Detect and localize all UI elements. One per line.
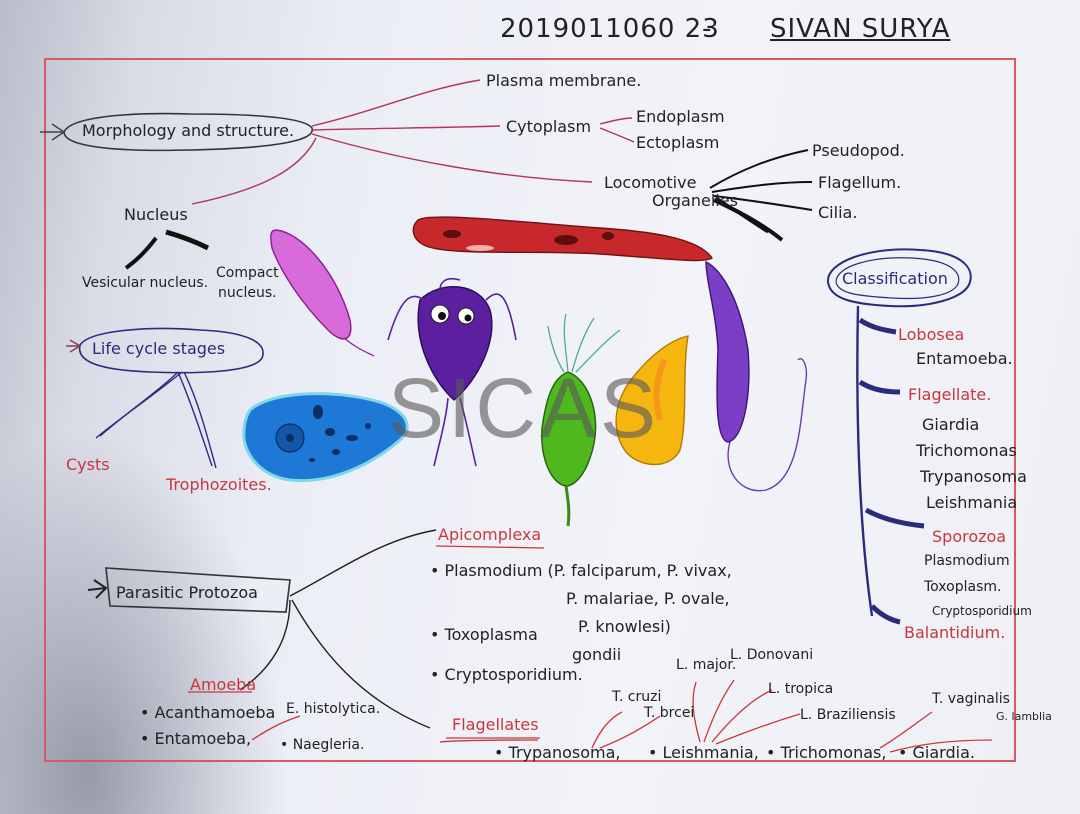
acanthamoeba-label: • Acanthamoeba [140,703,276,722]
plasma-membrane-label: Plasma membrane. [486,71,642,90]
flagellate-member-2: Trichomonas [916,441,1017,460]
t-cruzi-label: T. cruzi [612,689,662,705]
apicomplexa-underline [435,545,545,549]
sporozoa-member-3: Cryptosporidium [932,604,1032,618]
cilia-label: Cilia. [818,203,858,222]
l-tropica-label: L. tropica [768,681,834,697]
classification-bubble [826,248,972,308]
t-brucei-label: T. brcei [644,705,695,721]
green-tail [564,485,571,527]
watermark: SICAS [388,361,661,455]
blue-amoeba-vacuoles [309,405,371,462]
apicomplexa-label: Apicomplexa [438,525,542,544]
locomotive-branches [709,149,813,242]
parasitic-branches [239,529,437,729]
plasmodium-line-1: • Plasmodium (P. falciparum, P. vivax, [430,561,732,580]
morphology-bubble [63,112,313,152]
l-donovani-label: L. Donovani [730,647,814,663]
nucleus-label: Nucleus [124,205,188,224]
parasitic-arrow [87,579,108,599]
species-branches [251,679,993,753]
flagellate-member-4: Leishmania [926,493,1018,512]
flagellates-label: Flagellates [452,715,539,734]
rbc-dots [443,230,614,251]
life-cycle-bubble [78,327,264,374]
flagellate-member-1: Giardia [922,415,980,434]
morphology-arrow [40,123,66,141]
endoplasm-label: Endoplasm [636,107,725,126]
green-flagella [547,313,621,373]
classification-bubble-inner [835,257,960,300]
student-id: 2019011060 23 [500,14,720,44]
toxoplasma-label: • Toxoplasma [430,625,538,644]
flagellate-member-3: Trypanosoma [920,467,1027,486]
amoeba-label: Amoeba [190,675,257,694]
l-major-label: L. major. [676,657,737,673]
flagellate-label: Flagellate. [908,385,992,404]
life-cycle-branches [95,371,217,469]
giardia-flagella [387,277,517,467]
trichomonas-label: • Trichomonas, [766,743,887,762]
vesicular-nucleus-label: Vesicular nucleus. [82,275,209,291]
locomotive-label: Locomotive [604,173,697,192]
parasitic-title: Parasitic Protozoa [116,583,258,602]
naegleria-label: • Naegleria. [280,737,365,753]
yellow-organism [615,335,689,466]
entamoeba-label: • Entamoeba, [140,729,252,748]
trypanosoma-label: • Trypanosoma, [494,743,621,762]
morphology-title: Morphology and structure. [82,121,295,140]
balantidium-label: Balantidium. [904,623,1006,642]
lobosea-member: Entamoeba. [916,349,1013,368]
magenta-organism [270,229,352,340]
trophozoites-label: Trophozoites. [166,475,272,494]
gondii-label: gondii [572,645,622,664]
life-cycle-title: Life cycle stages [92,339,226,358]
pseudopod-label: Pseudopod. [812,141,905,160]
histolytica-label: E. histolytica. [286,701,381,717]
page-border [44,58,1016,762]
sporozoa-label: Sporozoa [932,527,1007,546]
nucleus-stroke-left [124,236,158,270]
student-name: SIVAN SURYA [770,14,951,44]
lobosea-label: Lobosea [898,325,965,344]
plasmodium-line-3: P. knowlesi) [578,617,671,636]
giardia-label: • Giardia. [898,743,975,762]
plasmodium-line-2: P. malariae, P. ovale, [566,589,730,608]
header-dash: - [702,14,713,44]
flagellum-label: Flagellum. [818,173,902,192]
l-braziliensis-label: L. Braziliensis [800,707,896,723]
t-vaginalis-label: T. vaginalis [932,691,1010,707]
ectoplasm-label: Ectoplasm [636,133,720,152]
life-cycle-arrow [66,339,82,353]
leishmania-label: • Leishmania, [648,743,759,762]
cryptosporidium-label: • Cryptosporidium. [430,665,583,684]
cysts-label: Cysts [66,455,110,474]
compact-nucleus-label: nucleus. [218,285,277,301]
magenta-flagellum [343,337,375,357]
morphology-branches [191,79,635,205]
nucleus-stroke-right [165,229,210,251]
trypanosome-flagellum [727,358,808,492]
sporozoa-member-2: Toxoplasm. [924,579,1002,595]
blue-amoeba-organism [242,392,409,483]
organelles-label: Organelles [652,191,738,210]
g-lamblia-label: G. lamblia [996,710,1052,723]
sporozoa-member-1: Plasmodium [924,553,1010,569]
compact-label: Compact [216,265,279,281]
parasitic-bubble [105,567,291,613]
classification-tree [856,305,925,625]
cytoplasm-label: Cytoplasm [506,117,592,136]
trypanosome-organism [705,260,750,443]
classification-title: Classification [842,269,948,288]
